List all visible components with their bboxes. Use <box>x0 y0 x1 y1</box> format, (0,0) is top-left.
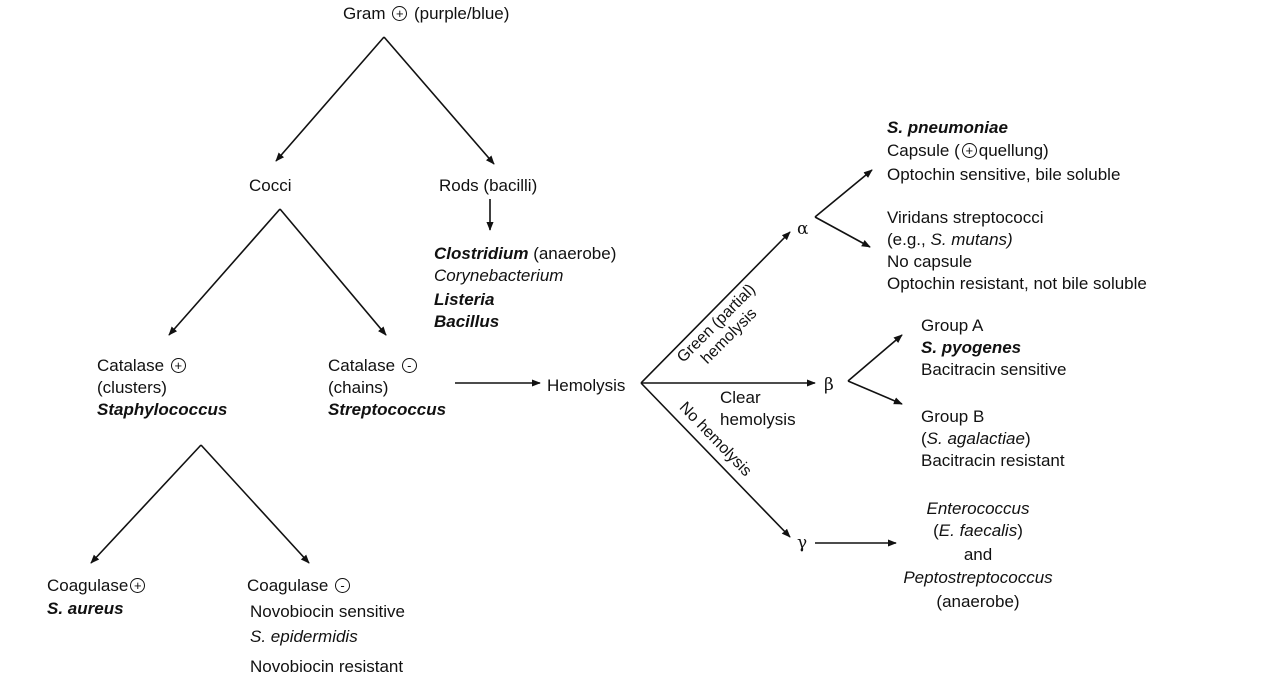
beta-b-species-line: (S. agalactiae) <box>921 428 1031 450</box>
gamma-paren-close: ) <box>1017 521 1023 540</box>
arrow-beta-to-group-a <box>847 334 903 382</box>
beta-a-line1: Group A <box>921 316 984 335</box>
rods-list-clostridium: Clostridium (anaerobe) <box>434 243 616 265</box>
rods-list-bacillus: Bacillus <box>434 312 500 331</box>
arrow-hemolysis-to-alpha <box>640 231 791 384</box>
clostridium-note: (anaerobe) <box>533 244 617 263</box>
coag-neg-species: S. epidermidis <box>250 627 358 646</box>
root-label: Gram <box>343 4 386 23</box>
arrow-gram-to-cocci <box>275 36 385 162</box>
gamma-line5: (anaerobe) <box>936 592 1020 611</box>
alpha-b-line1: Viridans streptococci <box>887 208 1044 227</box>
rods-list-listeria: Listeria <box>434 290 495 309</box>
arrow-gram-to-rods <box>383 36 495 165</box>
catalase-neg-genus: Streptococcus <box>328 400 447 419</box>
coagulase-positive-node: Coagulase+ <box>47 575 147 597</box>
catalase-neg-arrangement: (chains) <box>328 378 389 397</box>
coagulase-negative-node: Coagulase - <box>247 575 352 597</box>
catalase-pos-label: Catalase <box>97 356 165 375</box>
beta-b-species: S. agalactiae <box>926 429 1025 448</box>
catalase-pos-genus: Staphylococcus <box>97 400 228 419</box>
arrow-staph-to-coag-pos <box>90 444 202 564</box>
alpha-b-eg-pre: (e.g., <box>887 230 926 249</box>
gamma-line2: (E. faecalis) <box>898 520 1058 542</box>
beta-b-paren-close: ) <box>1024 429 1031 448</box>
gamma-paren-open: ( <box>933 521 939 540</box>
catalase-positive-node: Catalase + <box>97 355 188 377</box>
minus-sign-icon: - <box>335 578 351 593</box>
catalase-negative-node: Catalase - <box>328 355 419 377</box>
coag-pos-species: S. aureus <box>47 599 124 618</box>
alpha-a-species: S. pneumoniae <box>887 118 1008 137</box>
gamma-line3: and <box>963 545 993 564</box>
arrow-alpha-to-viridans <box>814 216 871 248</box>
alpha-b-eg: (e.g., S. mutans) <box>887 229 1013 251</box>
clear-hemolysis-line1: Clear <box>720 388 761 407</box>
plus-sign-icon: + <box>130 578 146 593</box>
root-stain: (purple/blue) <box>413 4 510 23</box>
alpha-b-eg-species: S. mutans) <box>930 230 1013 249</box>
alpha-b-line3: No capsule <box>887 252 973 271</box>
gamma-line1: Enterococcus <box>926 499 1030 518</box>
gamma-line4: Peptostreptococcus <box>903 568 1053 587</box>
beta-b-paren-open: ( <box>921 429 927 448</box>
beta-a-line3: Bacitracin sensitive <box>921 360 1067 379</box>
rods-node: Rods (bacilli) <box>439 176 538 195</box>
coag-neg-label: Coagulase <box>247 576 329 595</box>
plus-sign-icon: + <box>170 358 186 373</box>
clear-hemolysis-line2: hemolysis <box>720 410 796 429</box>
capsule-pre: Capsule ( <box>887 141 960 160</box>
arrow-cocci-to-catalase-neg <box>279 208 387 336</box>
alpha-node: α <box>797 219 809 239</box>
rods-list-corynebacterium: Corynebacterium <box>434 266 564 285</box>
catalase-neg-label: Catalase <box>328 356 396 375</box>
beta-b-line1: Group B <box>921 407 985 426</box>
minus-sign-icon: - <box>401 358 417 373</box>
arrow-cocci-to-catalase-pos <box>168 208 281 336</box>
gamma-node: γ <box>797 533 808 553</box>
coag-neg-line1: Novobiocin sensitive <box>250 602 405 621</box>
arrow-staph-to-coag-neg <box>200 444 310 564</box>
gamma-species: E. faecalis <box>938 521 1018 540</box>
alpha-a-line3: Optochin sensitive, bile soluble <box>887 165 1121 184</box>
catalase-pos-arrangement: (clusters) <box>97 378 167 397</box>
plus-sign-icon: + <box>392 6 408 21</box>
capsule-post: quellung) <box>978 141 1049 160</box>
alpha-b-line4: Optochin resistant, not bile soluble <box>887 274 1147 293</box>
coag-pos-label: Coagulase <box>47 576 129 595</box>
alpha-a-capsule: Capsule (+quellung) <box>887 140 1049 162</box>
clostridium-genus: Clostridium <box>434 244 529 263</box>
hemolysis-node: Hemolysis <box>547 376 626 395</box>
arrow-alpha-to-pneumoniae <box>814 169 873 218</box>
beta-node: β <box>824 375 834 395</box>
cocci-node: Cocci <box>249 176 292 195</box>
beta-a-species: S. pyogenes <box>921 338 1022 357</box>
beta-b-line3: Bacitracin resistant <box>921 451 1065 470</box>
coag-neg-line3: Novobiocin resistant <box>250 657 404 676</box>
arrow-hemolysis-to-gamma <box>640 382 791 538</box>
arrow-beta-to-group-b <box>847 380 903 405</box>
gram-positive-root: Gram + (purple/blue) <box>343 3 509 25</box>
plus-sign-icon: + <box>961 143 977 158</box>
